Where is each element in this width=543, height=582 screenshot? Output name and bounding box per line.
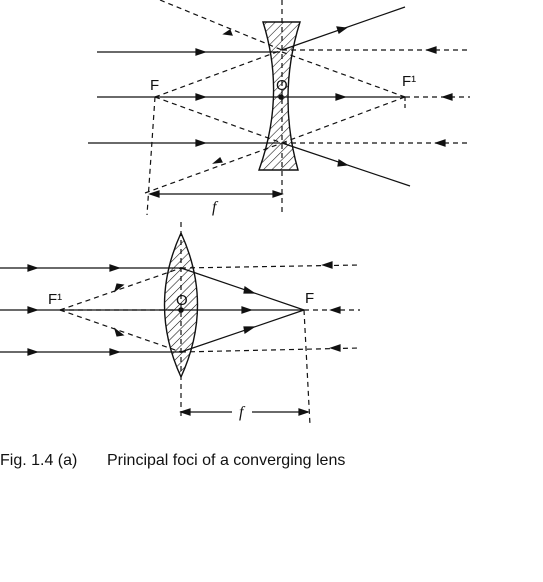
label-focus-left-top: F bbox=[150, 77, 159, 94]
virtual-ray-3 bbox=[154, 96, 283, 144]
focal-drop-top bbox=[146, 96, 156, 216]
arrow-virtual-b3 bbox=[113, 327, 125, 337]
arrow-focal-top-right bbox=[272, 190, 284, 198]
arrow-refracted-b2 bbox=[241, 306, 253, 314]
arrow-refracted-3 bbox=[337, 159, 349, 167]
arrow-focal-top-left bbox=[148, 190, 160, 198]
label-focal-length-bottom: f bbox=[239, 404, 246, 421]
arrow-incident-b1 bbox=[27, 264, 39, 272]
arrow-incident-1 bbox=[195, 48, 207, 56]
figure-caption-text: Principal foci of a converging lens bbox=[107, 452, 346, 469]
arrow-incident-b2 bbox=[27, 306, 39, 314]
refracted-ray-b3 bbox=[180, 309, 305, 353]
focal-drop-bottom bbox=[303, 309, 311, 426]
arrow-refracted-1 bbox=[336, 26, 348, 34]
arrow-reverse-3 bbox=[434, 139, 446, 147]
arrow-reverse-2 bbox=[441, 93, 453, 101]
arrow-incident-b1b bbox=[109, 264, 121, 272]
arrow-refracted-2 bbox=[335, 93, 347, 101]
center-point-bottom bbox=[178, 307, 184, 313]
arrow-reverse-b1 bbox=[321, 261, 333, 269]
label-center-bottom: O bbox=[176, 292, 188, 309]
center-point-top bbox=[278, 94, 284, 100]
virtual-extension-down bbox=[144, 142, 283, 194]
figure-number: Fig. 1.4 (a) bbox=[0, 452, 78, 469]
arrow-reverse-1 bbox=[425, 46, 437, 54]
converging-lens-diagram bbox=[0, 222, 361, 426]
label-focus-right-bottom: F bbox=[305, 290, 314, 307]
diverging-lens-diagram bbox=[88, 0, 470, 216]
label-focus-left-bottom: F¹ bbox=[48, 291, 62, 308]
reverse-ray-b3 bbox=[180, 347, 361, 353]
virtual-extension-up bbox=[159, 0, 283, 51]
arrow-reverse-b3 bbox=[329, 344, 341, 352]
virtual-ray-b3 bbox=[59, 309, 182, 353]
arrow-incident-2 bbox=[195, 93, 207, 101]
arrow-refracted-b3 bbox=[243, 326, 256, 335]
arrow-reverse-b2 bbox=[329, 306, 341, 314]
arrow-focal-bottom-left bbox=[179, 408, 191, 416]
arrow-virtual-b1 bbox=[113, 283, 125, 293]
label-center-top: O bbox=[276, 77, 288, 94]
virtual-ray-1 bbox=[154, 49, 283, 98]
arrow-virtual-3 bbox=[212, 157, 223, 164]
arrow-incident-3 bbox=[195, 139, 207, 147]
arrow-virtual-1 bbox=[222, 29, 233, 36]
arrow-refracted-b1 bbox=[243, 285, 256, 294]
arrow-incident-b3b bbox=[109, 348, 121, 356]
reverse-focus-1 bbox=[281, 51, 406, 98]
label-focus-right-top: F¹ bbox=[402, 73, 416, 90]
arrow-incident-b3 bbox=[27, 348, 39, 356]
refracted-ray-b1 bbox=[180, 267, 305, 311]
virtual-ray-b1 bbox=[59, 267, 182, 311]
reverse-ray-b1 bbox=[180, 264, 361, 269]
arrow-focal-bottom-right bbox=[298, 408, 310, 416]
label-focal-length-top: f bbox=[212, 199, 219, 216]
reverse-focus-3 bbox=[281, 96, 406, 144]
convex-lens bbox=[163, 231, 199, 379]
